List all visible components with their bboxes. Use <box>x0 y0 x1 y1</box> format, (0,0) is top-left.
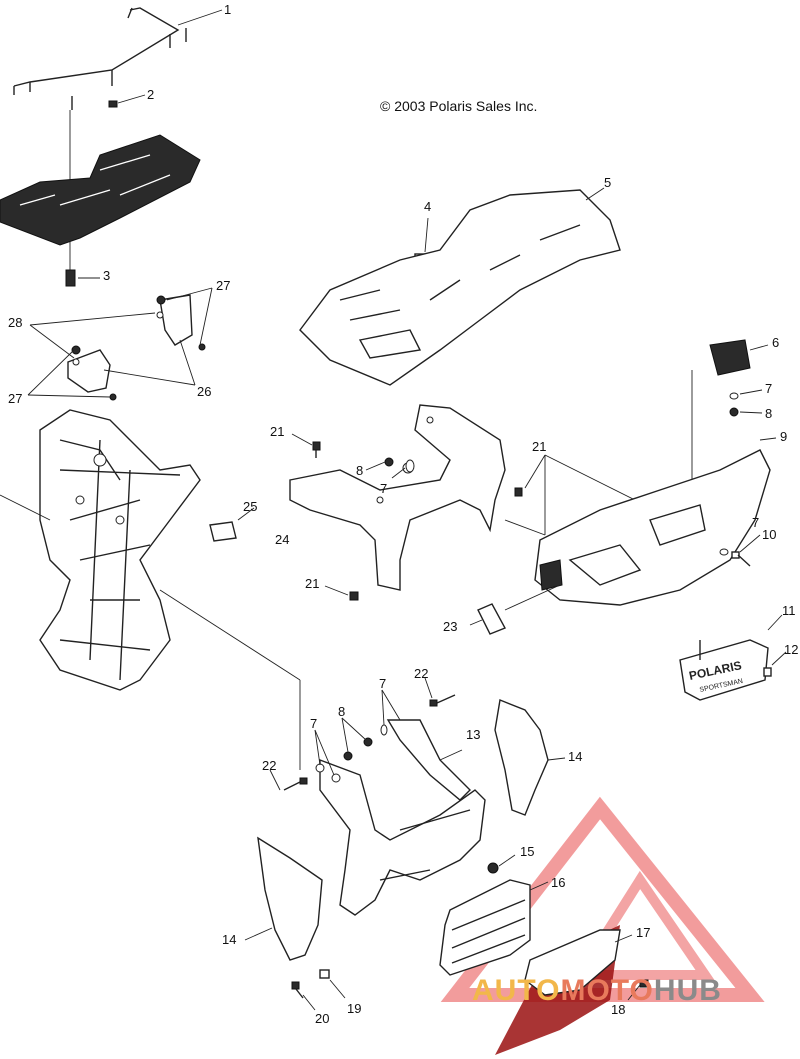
watermark-auto: AUTO <box>472 974 561 1007</box>
callout-25: 25 <box>243 499 258 514</box>
callout-14-upper: 14 <box>568 749 583 764</box>
callout-15: 15 <box>520 844 535 859</box>
callout-8-support: 8 <box>356 463 364 478</box>
side-panel-14-lower <box>257 836 323 961</box>
side-panel-14-upper <box>494 699 549 816</box>
callout-23: 23 <box>443 619 458 634</box>
bolt-18 <box>639 979 649 988</box>
callout-21-bottom: 21 <box>305 576 320 591</box>
callout-19: 19 <box>347 1001 362 1016</box>
frame <box>39 409 201 691</box>
watermark-text: AUTOMOTOHUB <box>472 974 722 1008</box>
fasteners-27-28 <box>71 295 206 401</box>
screw-12 <box>763 667 772 677</box>
light-6 <box>709 339 751 376</box>
callout-9: 9 <box>780 429 788 444</box>
callout-2: 2 <box>147 87 155 102</box>
callout-18: 18 <box>611 1002 626 1017</box>
callout-7-support: 7 <box>380 481 388 496</box>
callout-4: 4 <box>424 199 432 214</box>
fasteners-19-20 <box>291 969 330 999</box>
fasteners-7-8-light <box>729 392 739 417</box>
callout-3: 3 <box>103 268 111 283</box>
callout-20: 20 <box>315 1011 330 1026</box>
callout-16: 16 <box>551 875 566 890</box>
callout-7-lower-left: 7 <box>310 716 318 731</box>
callout-8-light: 8 <box>765 406 773 421</box>
callout-7-light: 7 <box>765 381 773 396</box>
copyright-notice: © 2003 Polaris Sales Inc. <box>380 98 538 114</box>
front-bumper-brace <box>319 719 486 916</box>
callout-27-bottom: 27 <box>8 391 23 406</box>
callout-8-lower: 8 <box>338 704 346 719</box>
front-rack-panel <box>299 189 621 386</box>
rear-rack-cover <box>0 134 201 246</box>
fasteners-lower <box>283 694 456 791</box>
callout-5: 5 <box>604 175 612 190</box>
nut-15 <box>487 862 499 874</box>
callout-27-top: 27 <box>216 278 231 293</box>
fasteners-21 <box>312 441 523 601</box>
block-25 <box>209 521 237 542</box>
skid-guard <box>439 879 531 976</box>
callout-12: 12 <box>784 642 799 657</box>
fasteners-7-10-bumper <box>719 548 751 567</box>
fasteners-7-8-upper <box>384 457 415 473</box>
skid-17 <box>524 929 621 996</box>
callout-21-top: 21 <box>270 424 285 439</box>
bracket-26-right <box>159 294 193 346</box>
callout-28: 28 <box>8 315 23 330</box>
callout-10: 10 <box>762 527 777 542</box>
callout-21-right: 21 <box>532 439 547 454</box>
callout-6: 6 <box>772 335 780 350</box>
bracket-26-left <box>67 349 111 393</box>
callout-17: 17 <box>636 925 651 940</box>
watermark-hub: HUB <box>653 974 722 1007</box>
front-rack-support <box>289 404 506 591</box>
front-bumper <box>534 449 771 606</box>
callout-7-lower-right: 7 <box>379 676 387 691</box>
bolt-2 <box>108 100 118 108</box>
callout-11: 11 <box>782 603 796 618</box>
name-plate: POLARIS SPORTSMAN <box>679 639 769 701</box>
rear-rack-rail <box>13 7 187 110</box>
pad-23 <box>477 603 506 635</box>
callout-26: 26 <box>197 384 212 399</box>
callout-14-lower: 14 <box>222 932 237 947</box>
bolt-3 <box>65 269 76 287</box>
callout-1: 1 <box>224 2 232 17</box>
callout-13: 13 <box>466 727 481 742</box>
callout-22-left: 22 <box>262 758 277 773</box>
callout-7-bumper: 7 <box>752 515 760 530</box>
watermark-moto: MOTO <box>560 974 654 1007</box>
callout-24: 24 <box>275 532 290 547</box>
callout-22-right: 22 <box>414 666 429 681</box>
